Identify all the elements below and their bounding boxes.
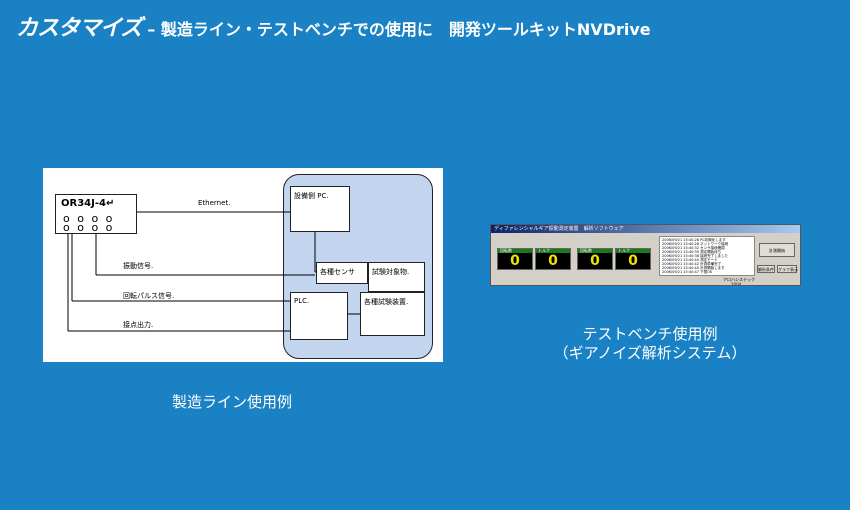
diagram-connection-lines [67,211,360,332]
equipment-pc-box: 設備側 PC. [290,186,350,232]
vibration-signal-label: 振動信号. [123,262,154,270]
window-titlebar: ディファレンシャルギア振動測定装置 解析ソフトウェア [491,225,800,233]
log-line: 2006/09/21 15:40:38 接続完了しました [662,254,729,258]
test-object-box: 試験対象物. [368,262,425,292]
log-line: 2006/09/21 15:40:47 下限OK [662,270,713,274]
meter-torque-2: トルク 0 [615,248,651,270]
log-line: 2006/09/21 15:40:32 センサ接続確認 [662,246,725,250]
test-bench-caption-line2: （ギアノイズ解析システム） [553,344,747,362]
plc-label: PLC. [294,297,310,305]
meter-value: 0 [510,253,520,269]
meter-head: 回転数 [578,249,612,253]
plc-box: PLC. [290,292,348,340]
status-log[interactable]: 2006/09/21 15:40:28 PC初期化します 2006/09/21 … [659,236,755,276]
analysis-settings-button[interactable]: 解析条件 [757,265,775,273]
meter-head: トルク [616,249,650,253]
production-line-caption: 製造ライン使用例 [172,393,293,411]
page-header: カスタマイズ – 製造ライン・テストベンチでの使用に 開発ツールキットNVDri… [16,10,651,41]
start-measure-button[interactable]: 計測開始 [759,243,795,257]
meter-value: 0 [590,253,600,269]
device-or34j: OR34J-4↵ o o o o o o o o [55,194,137,234]
ethernet-label: Ethernet. [198,199,231,207]
device-terminals-top: o o o o [63,212,115,225]
meter-rpm-2: 回転数 0 [577,248,613,270]
contact-output-label: 接点出力. [123,321,154,329]
test-bench-caption: テストベンチ使用例 （ギアノイズ解析システム） [545,325,755,363]
log-line: 2006/09/21 15:40:28 PC初期化します [662,238,726,242]
status-text: アロハシステック [723,277,755,282]
test-equipment-label: 各種試験装置. [364,298,409,306]
page-title: カスタマイズ [16,16,142,41]
sensor-box: 各種センサ [316,262,368,284]
log-line: 2006/09/21 15:40:28 ネットワーク接続 [662,242,729,246]
meter-value: 0 [628,253,638,269]
graph-button[interactable]: グラフ表示 [777,265,798,273]
log-line: 2006/09/21 15:40:35 測定開始待ち [662,250,722,254]
log-line: 2006/09/21 15:40:45 計測開始します [662,266,725,270]
log-line: 2006/09/21 15:40:42 計測準備完了 [662,262,722,266]
page-subtitle: – 製造ライン・テストベンチでの使用に 開発ツールキットNVDrive [147,20,651,39]
status-number: 2004 [731,282,742,286]
meter-head: 回転数 [498,249,532,253]
analysis-software-window: ディファレンシャルギア振動測定装置 解析ソフトウェア 回転数 0 トルク 0 回… [490,224,801,286]
meter-value: 0 [548,253,558,269]
meter-torque-1: トルク 0 [535,248,571,270]
meter-head: トルク [536,249,570,253]
test-equipment-box: 各種試験装置. [360,292,425,336]
test-object-label: 試験対象物. [372,268,410,276]
test-bench-caption-line1: テストベンチ使用例 [582,325,718,343]
pulse-signal-label: 回転パルス信号. [123,292,175,300]
device-label: OR34J-4↵ [61,198,115,209]
log-line: 2006/09/21 15:40:40 測定モード [662,258,718,262]
equipment-pc-label: 設備側 PC. [294,192,329,200]
meter-rpm-1: 回転数 0 [497,248,533,270]
sensor-label: 各種センサ [320,268,355,276]
production-line-diagram: OR34J-4↵ o o o o o o o o Ethernet. 設備側 P… [43,168,443,362]
device-terminals-bottom: o o o o [63,221,115,234]
